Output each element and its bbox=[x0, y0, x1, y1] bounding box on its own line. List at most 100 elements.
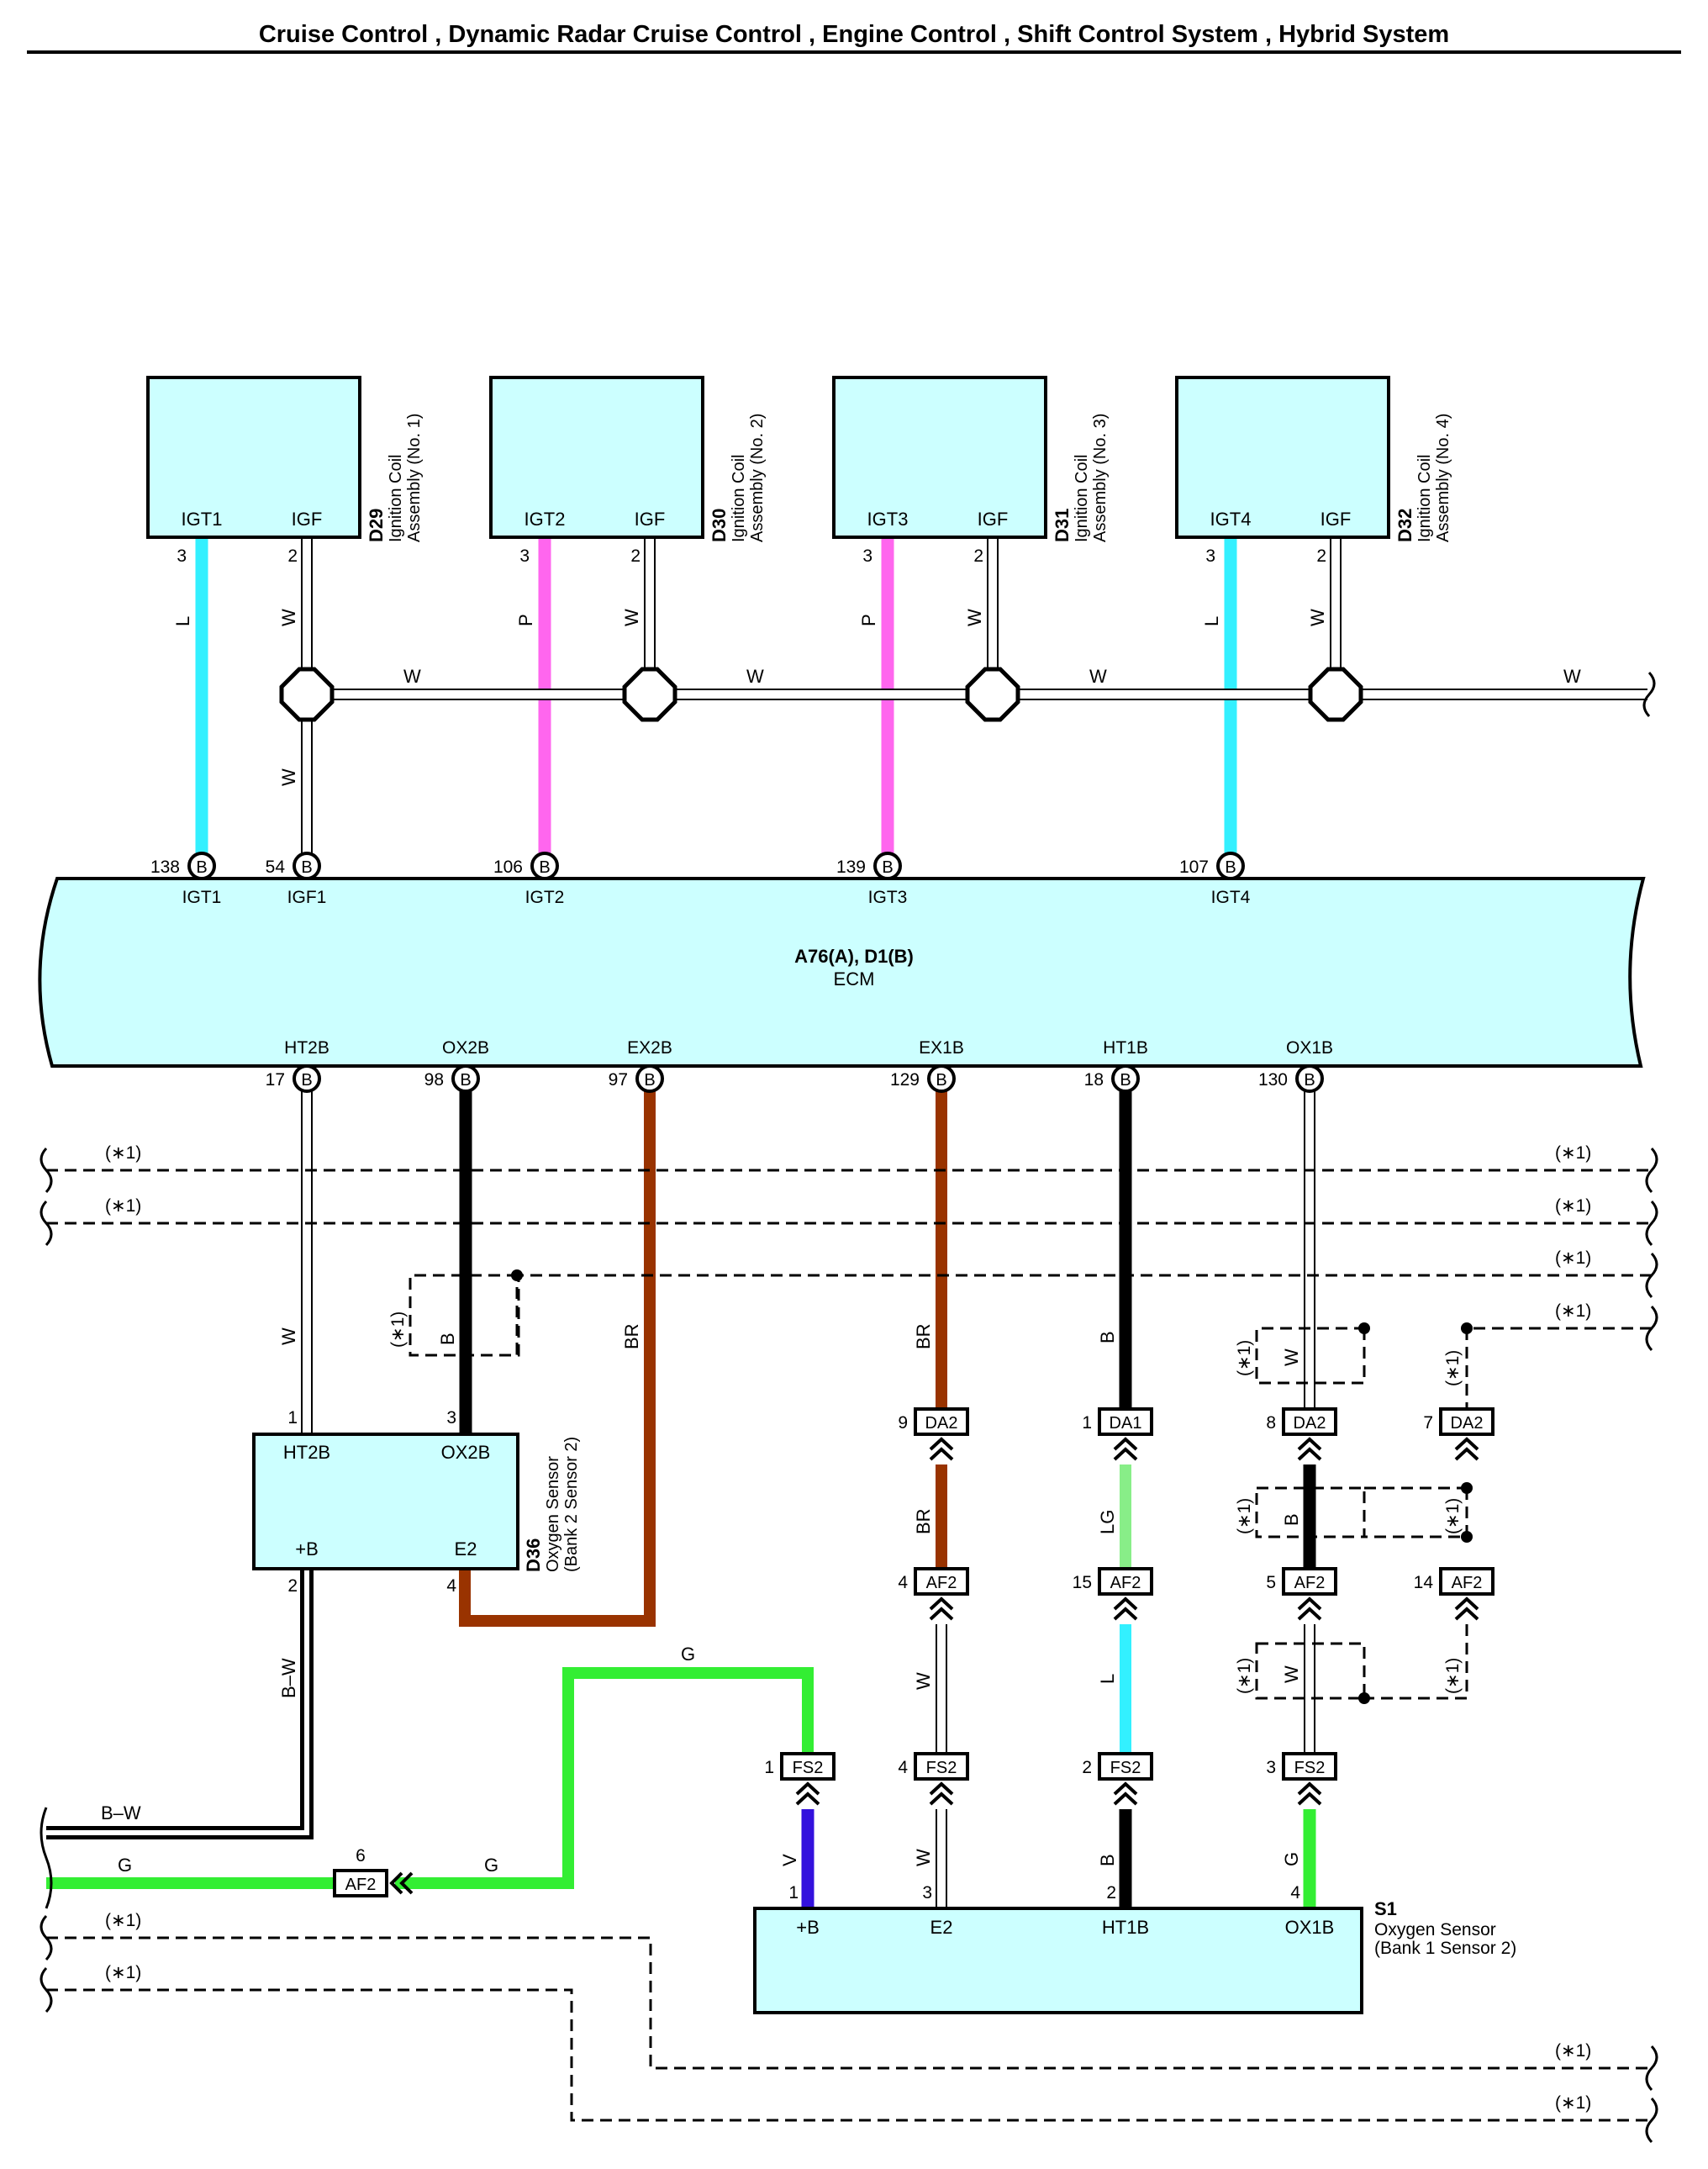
label-bus-W-1: W bbox=[403, 666, 421, 687]
note-9: (∗1) bbox=[1555, 2041, 1591, 2061]
sensor2-num-4: 4 bbox=[446, 1576, 456, 1596]
label-wire-L-1: L bbox=[172, 616, 193, 626]
coil-pin-igf: IGF bbox=[978, 509, 1009, 530]
svg-text:IGT2: IGT2 bbox=[525, 888, 565, 907]
label-wire-W-igf1: W bbox=[278, 768, 299, 786]
connector-da2-ex: DA2 9 bbox=[898, 1407, 969, 1461]
sensor2-pin-plusb: +B bbox=[295, 1538, 319, 1559]
svg-text:18: 18 bbox=[1084, 1070, 1104, 1090]
svg-text:DA1: DA1 bbox=[1110, 1414, 1142, 1433]
option-notes: (∗1) (∗1) (∗1) (∗1) (∗1) (∗1) (∗1) (∗1) … bbox=[105, 1143, 1591, 2113]
sensor2-pin-e2: E2 bbox=[455, 1538, 477, 1559]
ecm-pin-97: B 97 EX2B bbox=[609, 1038, 672, 1093]
svg-text:4: 4 bbox=[898, 1758, 908, 1777]
connector-af2-ht: AF2 15 bbox=[1073, 1567, 1153, 1621]
label-ht1b-b: B bbox=[1097, 1854, 1118, 1866]
coil2-pin3: 3 bbox=[519, 546, 530, 566]
sensor1-num-2: 2 bbox=[1106, 1883, 1116, 1902]
connector-fs2-e2: FS2 4 bbox=[898, 1752, 969, 1806]
sensor1-num-3: 3 bbox=[922, 1883, 932, 1902]
connector-da2-r: DA2 7 bbox=[1423, 1407, 1494, 1461]
sensor1-code: S1 bbox=[1374, 1898, 1397, 1919]
connector-af2-ex: AF2 4 bbox=[898, 1567, 969, 1621]
svg-text:9: 9 bbox=[898, 1413, 908, 1433]
sensor1-pin-e2: E2 bbox=[930, 1917, 953, 1938]
label-bw-vertical: B–W bbox=[278, 1658, 299, 1698]
svg-text:OX2B: OX2B bbox=[442, 1038, 489, 1058]
label-ox2b-loop: B bbox=[437, 1333, 458, 1345]
ecm-pin-130: B 130 OX1B bbox=[1258, 1038, 1333, 1093]
coil-name-line2: Assembly (No. 4) bbox=[1434, 414, 1452, 542]
svg-text:130: 130 bbox=[1258, 1070, 1288, 1090]
svg-text:FS2: FS2 bbox=[1110, 1759, 1141, 1777]
svg-text:IGT4: IGT4 bbox=[1211, 888, 1251, 907]
ecm-pin-98: B 98 OX2B bbox=[424, 1038, 489, 1093]
svg-text:B: B bbox=[882, 858, 893, 877]
svg-text:AF2: AF2 bbox=[926, 1574, 957, 1592]
coil-name-line2: Assembly (No. 3) bbox=[1091, 414, 1110, 542]
note-11: (∗1) bbox=[388, 1311, 408, 1348]
svg-text:97: 97 bbox=[609, 1070, 628, 1090]
label-ht2b: W bbox=[278, 1327, 299, 1345]
svg-text:1: 1 bbox=[1082, 1413, 1092, 1433]
label-ox1b-loop1: W bbox=[1281, 1348, 1302, 1366]
coil-label: D30 Ignition Coil Assembly (No. 2) bbox=[709, 414, 767, 542]
note-14: (∗1) bbox=[1235, 1498, 1254, 1534]
connector-fs2-v: FS2 1 bbox=[764, 1752, 836, 1806]
ecm-pin-107: B 107 IGT4 bbox=[1179, 852, 1251, 907]
svg-text:B: B bbox=[539, 858, 550, 877]
label-wire-W-3: W bbox=[964, 609, 985, 626]
sensor1-name-line2: (Bank 1 Sensor 2) bbox=[1374, 1939, 1516, 1958]
label-ox1b-g: G bbox=[1281, 1852, 1302, 1866]
coil3-pin3: 3 bbox=[862, 546, 872, 566]
sensor1-pin-plusb: +B bbox=[796, 1917, 820, 1938]
svg-text:8: 8 bbox=[1266, 1413, 1276, 1433]
coil-pin-igt: IGT3 bbox=[867, 509, 909, 530]
coil-label: D29 Ignition Coil Assembly (No. 1) bbox=[366, 414, 424, 542]
note-1: (∗1) bbox=[105, 1143, 141, 1163]
svg-text:B: B bbox=[1225, 858, 1236, 877]
splice-2 bbox=[622, 667, 677, 722]
sensor2-num-2: 2 bbox=[287, 1576, 298, 1596]
svg-text:IGF1: IGF1 bbox=[287, 888, 327, 907]
sensor2-num-1: 1 bbox=[287, 1408, 298, 1428]
sensor1-num-1: 1 bbox=[788, 1883, 799, 1902]
ecm-pin-129: B 129 EX1B bbox=[890, 1038, 964, 1093]
label-wire-P-3: P bbox=[858, 614, 879, 626]
note-17: (∗1) bbox=[1443, 1658, 1463, 1694]
ecm-pin-17: B 17 HT2B bbox=[266, 1038, 329, 1093]
splice-1 bbox=[279, 667, 335, 722]
svg-text:1: 1 bbox=[764, 1758, 774, 1777]
page-title: Cruise Control , Dynamic Radar Cruise Co… bbox=[259, 21, 1449, 48]
coil1-pin2: 2 bbox=[287, 546, 298, 566]
inline-connectors: DA2 9 DA1 1 DA2 8 DA2 7 AF2 4 bbox=[333, 1407, 1494, 1897]
ecm-pin-106: B 106 IGT2 bbox=[493, 852, 565, 907]
svg-text:IGT1: IGT1 bbox=[182, 888, 222, 907]
note-3: (∗1) bbox=[1555, 1143, 1591, 1163]
svg-text:2: 2 bbox=[1082, 1758, 1092, 1777]
label-ox1b-loop3: W bbox=[1281, 1665, 1302, 1683]
bus-break-mark bbox=[1642, 671, 1656, 718]
svg-text:DA2: DA2 bbox=[925, 1414, 958, 1433]
sensor1-pin-ht1b: HT1B bbox=[1102, 1917, 1149, 1938]
label-e2-w: W bbox=[913, 1849, 934, 1866]
sensor2-box bbox=[252, 1433, 519, 1570]
label-g-top: G bbox=[681, 1644, 695, 1665]
label-bus-W-2: W bbox=[746, 666, 764, 687]
svg-text:15: 15 bbox=[1073, 1573, 1092, 1592]
connector-af2-g: AF2 6 bbox=[333, 1846, 414, 1897]
wire-ex2b-BR bbox=[459, 1091, 656, 1627]
ignition-coil-2: IGT2 IGF D30 Ignition Coil Assembly (No.… bbox=[489, 376, 767, 542]
svg-text:DA2: DA2 bbox=[1294, 1414, 1326, 1433]
ecm-pin-138: B 138 IGT1 bbox=[150, 852, 222, 907]
coil-name-line1: Ignition Coil bbox=[1415, 454, 1434, 542]
label-bw-horizontal: B–W bbox=[101, 1802, 141, 1823]
coil-box bbox=[832, 376, 1047, 539]
svg-text:B: B bbox=[1304, 1071, 1315, 1090]
sensor1-num-4: 4 bbox=[1290, 1883, 1300, 1902]
coil-wire-labels: L W P W P W L W W W W W W bbox=[172, 609, 1581, 786]
ignition-coil-1: IGT1 IGF D29 Ignition Coil Assembly (No.… bbox=[146, 376, 424, 542]
note-16: (∗1) bbox=[1235, 1658, 1254, 1694]
svg-text:D36: D36 bbox=[523, 1538, 544, 1572]
